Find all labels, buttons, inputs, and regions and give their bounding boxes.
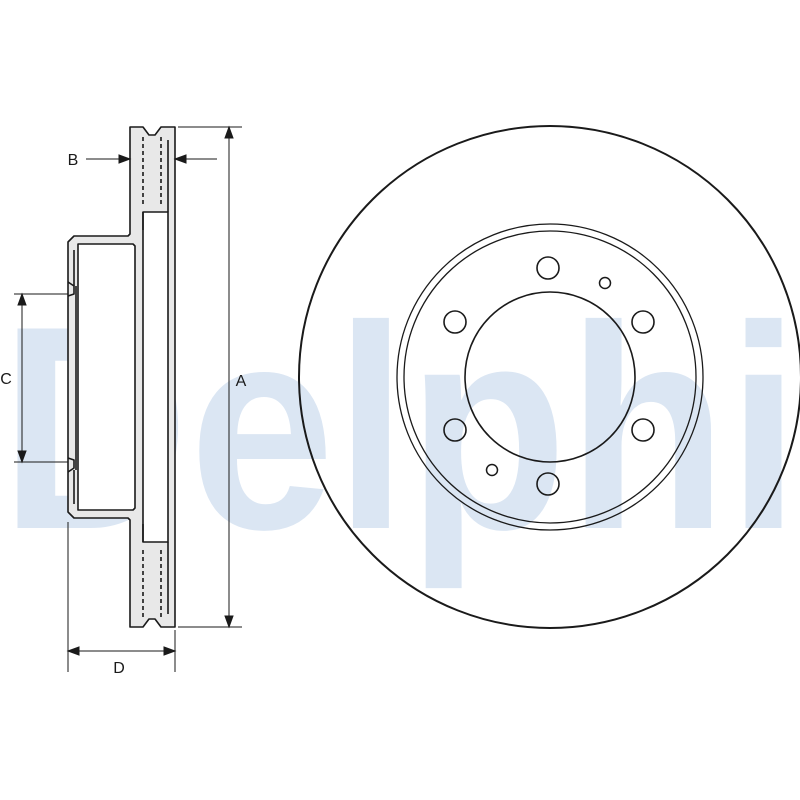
dim-c-arrow-top: [17, 292, 27, 306]
bolt-hole: [536, 256, 560, 280]
dimension-lines: [14, 125, 242, 672]
bolt-hole: [443, 418, 467, 442]
dim-c-arrow-bottom: [17, 450, 27, 464]
rotor-band: [142, 211, 169, 543]
hat-cavity: [77, 243, 136, 511]
side-section-view: [67, 126, 176, 628]
center-bore: [464, 291, 636, 463]
dim-b-label: B: [68, 152, 79, 169]
dim-a-label: A: [236, 373, 247, 390]
hat-outer-ring: [396, 223, 704, 531]
dim-d-label: D: [113, 660, 125, 677]
dim-c-label: C: [0, 371, 12, 388]
bolt-hole: [631, 310, 655, 334]
dim-d-arrow-right: [163, 646, 177, 656]
hub-notch: [67, 281, 75, 297]
dim-a-arrow-top: [224, 125, 234, 139]
hub-notch: [67, 457, 75, 473]
disc-outer-edge: [298, 125, 800, 629]
dim-b-arrow-right: [173, 154, 187, 164]
hat-inner-ring: [403, 230, 697, 524]
dim-a-arrow-bottom: [224, 615, 234, 629]
front-view: [298, 125, 800, 629]
dim-d-arrow-left: [66, 646, 80, 656]
bolt-hole: [631, 418, 655, 442]
bolt-hole: [536, 472, 560, 496]
locating-hole: [485, 463, 499, 477]
bolt-hole: [443, 310, 467, 334]
locating-hole: [598, 276, 612, 290]
dim-b-arrow-left: [118, 154, 132, 164]
